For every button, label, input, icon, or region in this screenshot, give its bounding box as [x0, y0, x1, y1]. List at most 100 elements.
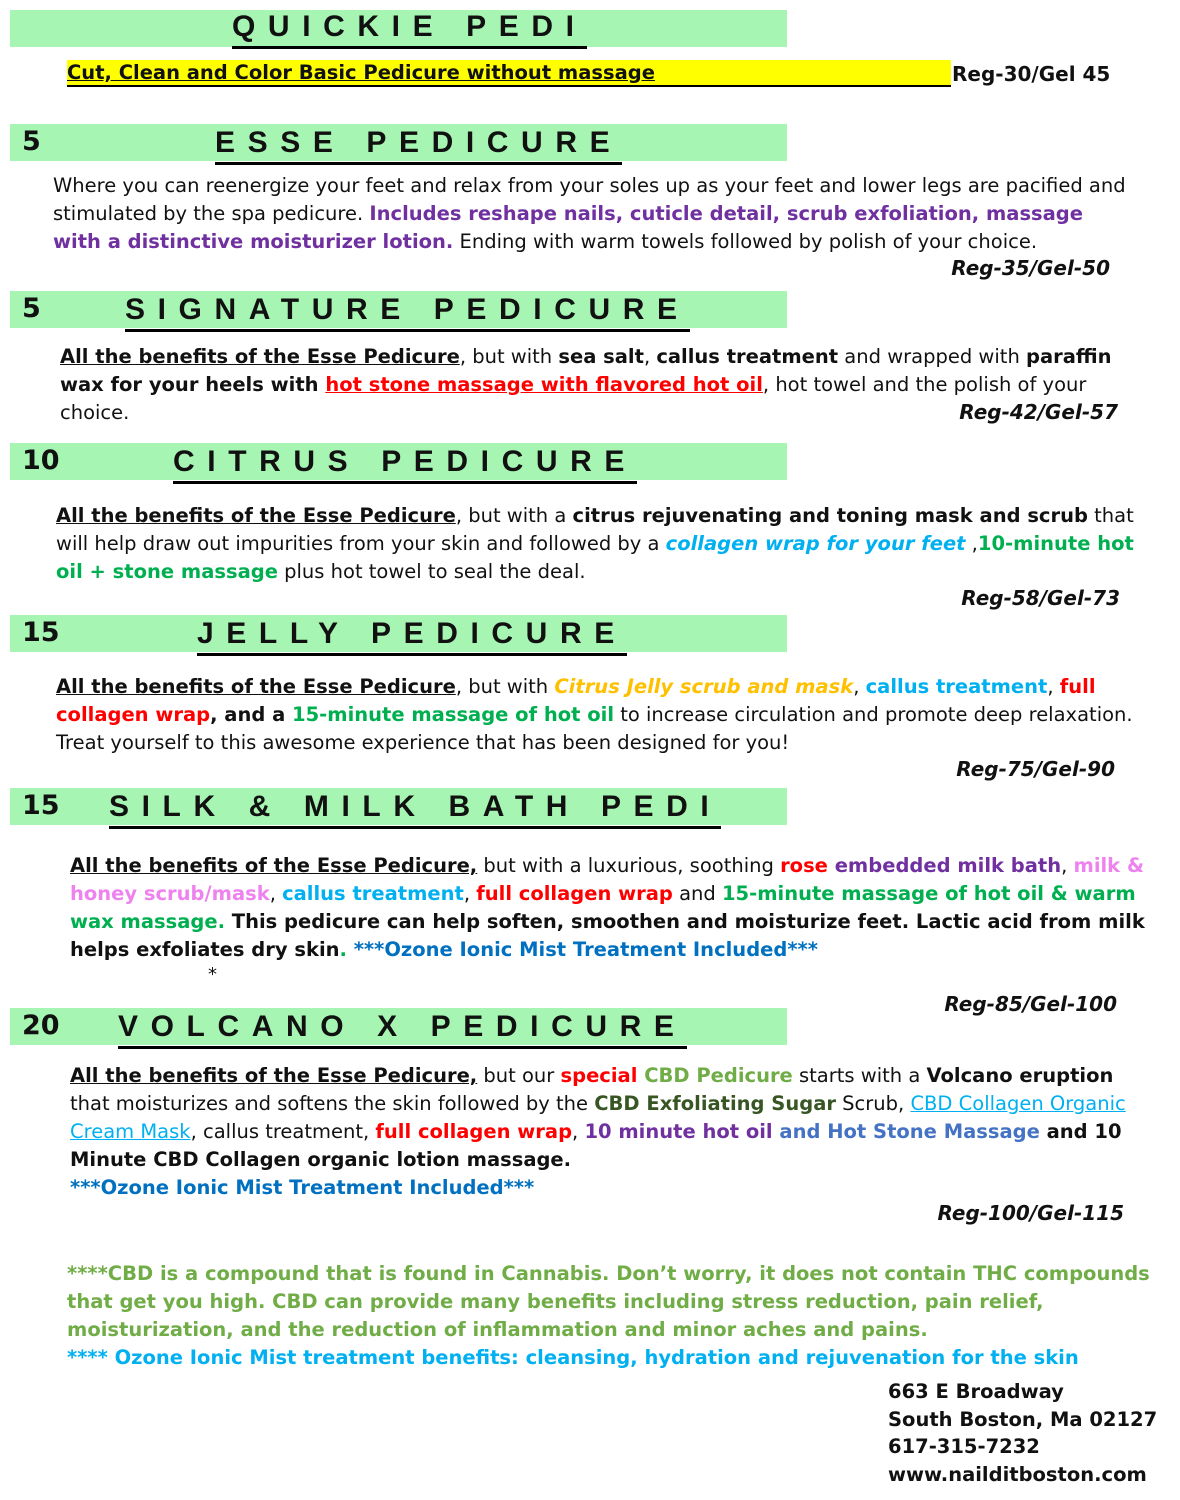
description-segment: , callus treatment,: [190, 1120, 376, 1143]
description-segment: All the benefits of the Esse Pedicure,: [70, 1064, 478, 1087]
description-segment: , and a: [210, 703, 293, 726]
section-description: All the benefits of the Esse Pedicure, b…: [56, 502, 1136, 586]
description-segment: but with a luxurious, soothing: [477, 854, 781, 877]
description-segment: ,: [572, 1120, 585, 1143]
description-segment: ,: [269, 882, 283, 905]
description-segment: Citrus Jelly scrub and mask: [554, 675, 854, 698]
section-price: Reg-75/Gel-90: [956, 757, 1115, 781]
description-segment: embedded milk bath: [827, 854, 1062, 877]
description-segment: full collagen wrap: [476, 882, 673, 905]
description-segment: hot stone massage with flavored hot oil: [325, 373, 763, 396]
description-segment: but our: [477, 1064, 561, 1087]
description-segment: collagen wrap for your feet: [665, 532, 966, 555]
description-segment: All the benefits of the Esse Pedicure: [56, 675, 456, 698]
section-title: SIGNATURE PEDICURE: [125, 291, 690, 332]
description-segment: that moisturizes and softens the skin fo…: [70, 1092, 595, 1115]
section-banner: 5 SIGNATURE PEDICURE: [10, 291, 787, 332]
description-segment: ,: [643, 345, 657, 368]
description-segment: that will help draw out impurities from …: [56, 504, 1134, 555]
address-city: South Boston, Ma 02127: [888, 1407, 1158, 1431]
section-banner: 10 CITRUS PEDICURE: [10, 443, 787, 484]
section-description: All the benefits of the Esse Pedicure, b…: [70, 1062, 1150, 1202]
section-title: VOLCANO X PEDICURE: [118, 1008, 687, 1049]
description-segment: 10-minute hot oil + stone massage: [56, 532, 1134, 583]
description-segment: and 10 Minute CBD Collagen organic lotio…: [70, 1120, 1122, 1171]
section-price: Reg-35/Gel-50: [951, 256, 1110, 280]
address-block: 663 E Broadway South Boston, Ma 02127 61…: [888, 1378, 1157, 1488]
description-segment: ,: [965, 532, 978, 555]
section-price: Reg-58/Gel-73: [961, 586, 1120, 610]
section-title: QUICKIE PEDI: [232, 8, 587, 49]
description-segment: , but with a: [455, 504, 573, 527]
description-segment: ,: [1061, 854, 1074, 877]
description-segment: full collagen wrap: [56, 675, 1096, 726]
description-segment: starts with a: [792, 1064, 927, 1087]
section-description: Where you can reenergize your feet and r…: [53, 172, 1133, 256]
description-segment: CBD Exfoliating Sugar: [594, 1092, 836, 1115]
section-banner: 20 VOLCANO X PEDICURE: [10, 1008, 787, 1049]
quickie-banner: QUICKIE PEDI: [10, 8, 787, 49]
description-segment: to increase circulation and promote deep…: [56, 703, 1133, 754]
section-description: All the benefits of the Esse Pedicure, b…: [60, 343, 1140, 427]
description-segment: paraffin wax for your heels with: [60, 345, 1112, 396]
section-title: SILK & MILK BATH PEDI: [109, 788, 722, 829]
description-segment: , but with: [455, 675, 555, 698]
description-segment: full collagen wrap: [375, 1120, 573, 1143]
description-segment: special: [560, 1064, 638, 1087]
address-street: 663 E Broadway: [888, 1380, 1064, 1403]
description-segment: ,: [1047, 675, 1060, 698]
section-banner: 5 ESSE PEDICURE: [10, 124, 787, 165]
ozone-note: **** Ozone Ionic Mist treatment benefits…: [67, 1346, 1079, 1369]
description-segment: Includes reshape nails, cuticle detail, …: [53, 202, 1083, 253]
asterisk-note: *: [208, 964, 217, 985]
description-segment: CBD Pedicure: [637, 1064, 793, 1087]
description-segment: callus treatment: [282, 882, 464, 905]
description-segment: ***Ozone Ionic Mist Treatment Included**…: [70, 1176, 535, 1199]
address-website[interactable]: www.nailditboston.com: [888, 1462, 1147, 1486]
description-segment: 15-minute massage of hot oil & warm wax …: [70, 882, 1136, 933]
description-segment: , but with: [459, 345, 559, 368]
section-description: All the benefits of the Esse Pedicure, b…: [56, 673, 1136, 757]
description-segment: callus treatment: [656, 345, 839, 368]
description-segment: Scrub,: [835, 1092, 911, 1115]
section-number: 5: [22, 126, 41, 157]
description-segment: ,: [853, 675, 866, 698]
description-segment: 15-minute massage of hot oil: [292, 703, 615, 726]
quickie-description: Cut, Clean and Color Basic Pedicure with…: [67, 60, 951, 87]
description-segment: and: [672, 882, 722, 905]
description-segment: Volcano eruption: [926, 1064, 1114, 1087]
description-segment: milk & honey scrub/mask: [70, 854, 1144, 905]
section-price: Reg-42/Gel-57: [959, 400, 1118, 424]
section-banner: 15 SILK & MILK BATH PEDI: [10, 788, 787, 829]
cbd-note: ****CBD is a compound that is found in C…: [67, 1262, 1150, 1341]
description-segment: callus treatment: [865, 675, 1048, 698]
quickie-price: Reg-30/Gel 45: [952, 62, 1111, 86]
quickie-description-text: Cut, Clean and Color Basic Pedicure with…: [67, 61, 655, 84]
description-segment: and Hot Stone Massage: [772, 1120, 1040, 1143]
description-segment: All the benefits of the Esse Pedicure: [56, 504, 456, 527]
section-number: 10: [22, 445, 60, 476]
section-number: 15: [22, 617, 60, 648]
section-number: 5: [22, 293, 41, 324]
footer-notes: ****CBD is a compound that is found in C…: [67, 1260, 1167, 1372]
description-segment: 10 minute hot oil: [584, 1120, 773, 1143]
description-segment: .: [339, 938, 347, 961]
section-price: Reg-85/Gel-100: [944, 992, 1117, 1016]
section-title: CITRUS PEDICURE: [173, 443, 638, 484]
section-price: Reg-100/Gel-115: [937, 1201, 1124, 1225]
description-segment: , hot towel and the polish of your choic…: [60, 373, 1087, 424]
description-segment: citrus rejuvenating and toning mask and …: [572, 504, 1088, 527]
description-segment: All the benefits of the Esse Pedicure,: [70, 854, 478, 877]
address-phone[interactable]: 617-315-7232: [888, 1435, 1040, 1458]
description-segment: CBD Collagen Organic Cream Mask: [70, 1092, 1126, 1143]
section-number: 15: [22, 790, 60, 821]
description-segment: ,: [463, 882, 477, 905]
section-banner: 15 JELLY PEDICURE: [10, 615, 787, 656]
description-segment: Ending with warm towels followed by poli…: [453, 230, 1038, 253]
section-title: JELLY PEDICURE: [197, 615, 627, 656]
description-segment: All the benefits of the Esse Pedicure: [60, 345, 460, 368]
description-segment: This pedicure can help soften, smoothen …: [70, 910, 1145, 961]
description-segment: ***Ozone Ionic Mist Treatment Included**…: [346, 938, 818, 961]
section-number: 20: [22, 1010, 60, 1041]
